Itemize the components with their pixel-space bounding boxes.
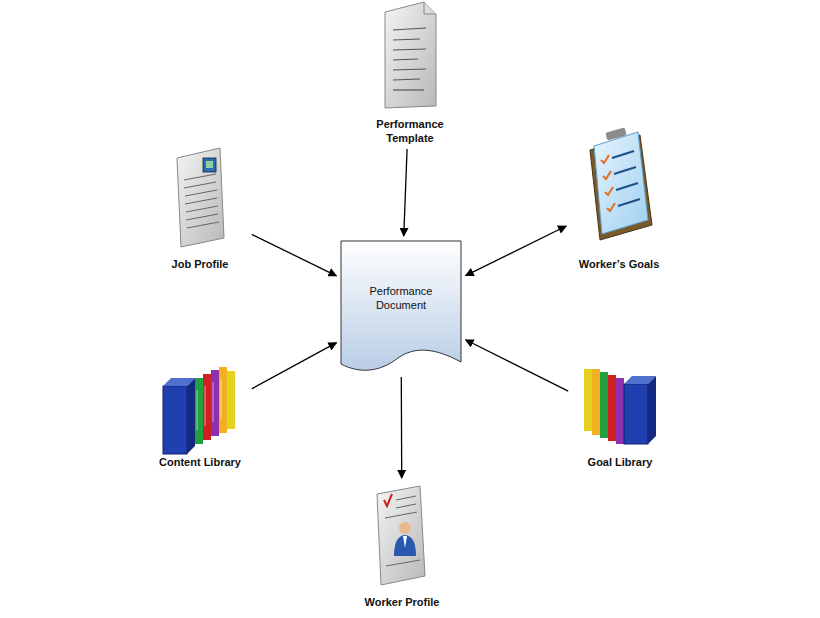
document-title: Performance Document	[355, 284, 447, 312]
goals-node: Worker’s Goals	[568, 126, 670, 274]
node-label: Goal Library	[560, 455, 680, 469]
arrow-connector	[404, 149, 407, 236]
worker-profile-icon	[377, 486, 425, 585]
job-profile-icon	[177, 148, 224, 247]
content-library-node: Content Library	[150, 362, 250, 472]
content-library-books	[163, 367, 235, 454]
template-icon	[385, 2, 436, 108]
arrow-connector	[401, 377, 403, 478]
goal-library-books	[584, 369, 656, 444]
worker-profile-node: Worker Profile	[350, 482, 454, 612]
node-label: Performance Template	[370, 117, 450, 145]
node-label: Worker’s Goals	[559, 257, 679, 271]
node-label: Job Profile	[140, 257, 260, 271]
arrow-connector	[252, 234, 337, 275]
arrow-connector	[466, 226, 567, 276]
arrow-connector	[252, 343, 337, 389]
goals-clipboard-icon	[590, 127, 652, 240]
template-node: Performance Template	[360, 0, 460, 147]
job-profile-node: Job Profile	[150, 145, 250, 273]
node-label: Worker Profile	[342, 595, 462, 609]
node-label: Content Library	[135, 455, 265, 469]
goal-library-node: Goal Library	[570, 362, 670, 472]
arrow-connector	[466, 340, 569, 391]
document-node: Performance Document	[340, 240, 462, 375]
